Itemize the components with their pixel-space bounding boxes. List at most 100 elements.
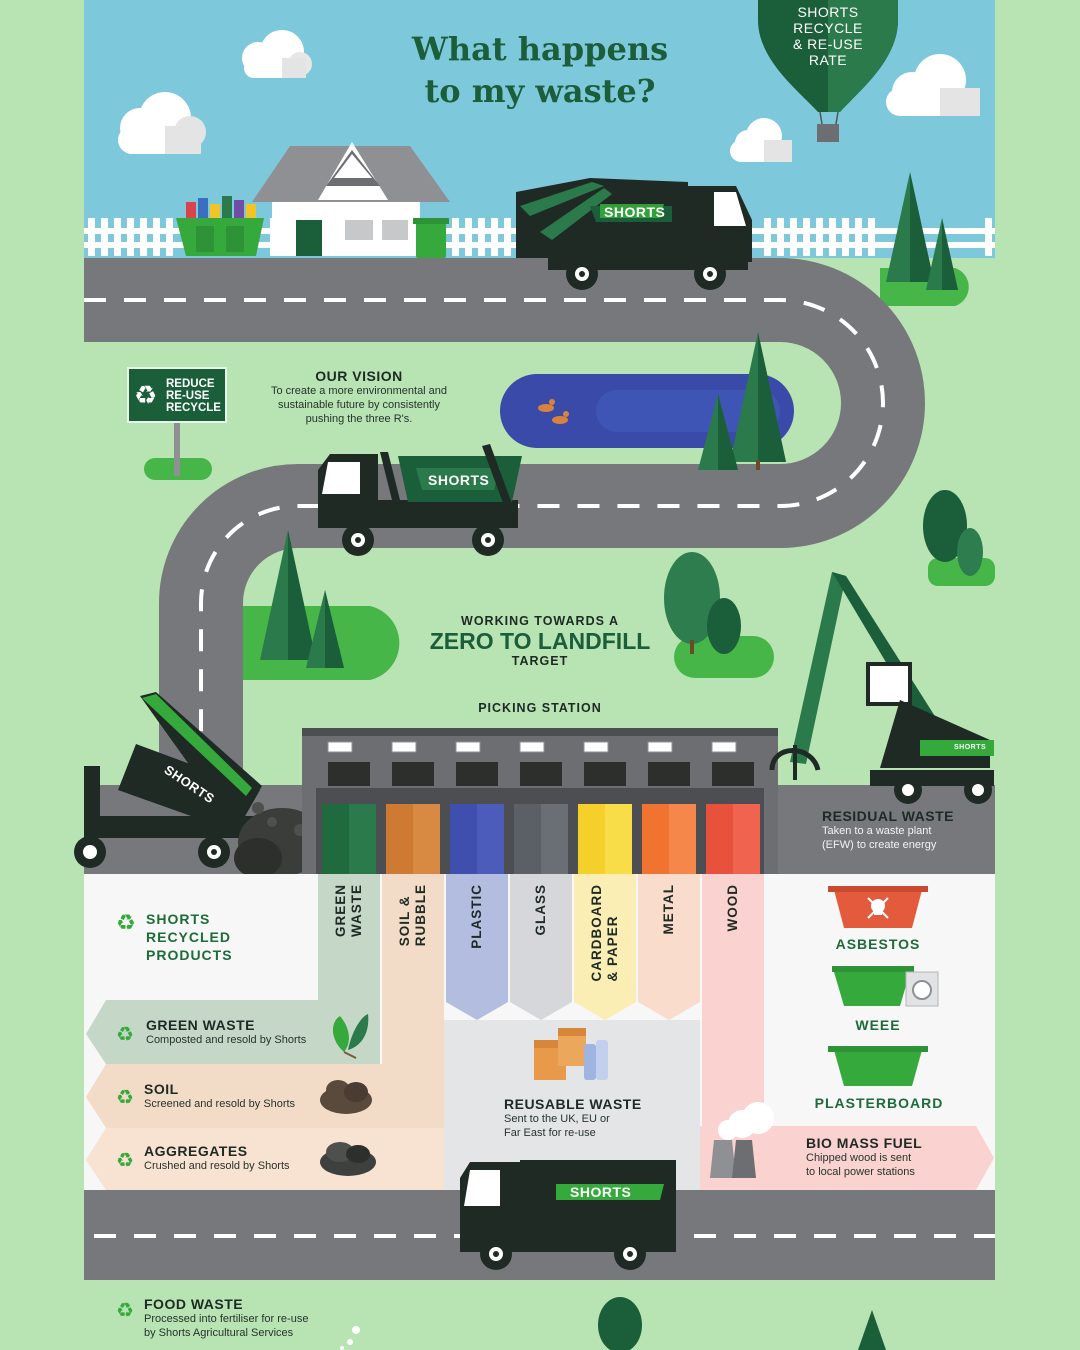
residual-heading: RESIDUAL WASTE <box>822 808 954 824</box>
bay-column <box>510 874 572 1020</box>
bay-column <box>318 874 380 1000</box>
sign-line: RE-USE <box>166 390 210 402</box>
bay-column <box>382 874 444 1064</box>
bay-label-line: WASTE <box>349 884 364 938</box>
fence-post <box>465 218 472 256</box>
plasterboard-label: PLASTERBOARD <box>814 1095 944 1111</box>
cloud-icon <box>242 30 312 78</box>
target-line-1: WORKING TOWARDS A <box>461 614 619 628</box>
bay-label: METAL <box>661 884 677 935</box>
fence-post <box>855 218 862 256</box>
refuse-truck <box>516 178 752 290</box>
cloud-icon <box>886 54 980 116</box>
bay-label-line: METAL <box>661 884 676 935</box>
soil-pile-icon <box>320 1080 372 1114</box>
house <box>252 142 450 256</box>
station-bay <box>706 741 760 874</box>
vision-block: OUR VISION To create a more environmenta… <box>250 368 468 426</box>
bay-label-line: RUBBLE <box>413 884 428 947</box>
biomass-block: BIO MASS FUEL Chipped wood is sent to lo… <box>806 1135 986 1179</box>
sign-label: REDUCE RE-USE RECYCLE <box>166 378 221 414</box>
bottom-truck <box>460 1160 676 1270</box>
fence-post <box>153 218 160 256</box>
station-bay <box>578 741 632 874</box>
wheelie-bin <box>413 218 449 258</box>
title-line-2: to my waste? <box>424 72 656 110</box>
fence-post <box>478 218 485 256</box>
recycle-icon: ♻ <box>116 1024 134 1046</box>
aggregates-heading: AGGREGATES <box>144 1143 248 1159</box>
reduce-reuse-recycle-sign <box>127 367 227 476</box>
soil-desc: Screened and resold by Shorts <box>144 1098 296 1110</box>
tree-icon <box>698 332 786 470</box>
reusable-waste-block: REUSABLE WASTE Sent to the UK, EU or Far… <box>504 1096 684 1140</box>
food-waste-line: by Shorts Agricultural Services <box>144 1327 294 1339</box>
title-line-1: What happens <box>411 30 669 68</box>
washing-machine-icon <box>905 971 939 1007</box>
fence-post <box>504 218 511 256</box>
bay-label: CARDBOARD& PAPER <box>589 884 621 982</box>
bay-column <box>574 874 636 1020</box>
duck-icon <box>538 399 569 424</box>
bay-column <box>638 874 700 1020</box>
target-line-3: TARGET <box>511 654 569 668</box>
fence-post <box>101 218 108 256</box>
residual-line: (EFW) to create energy <box>822 839 937 851</box>
soil-block: SOIL Screened and resold by Shorts <box>144 1081 295 1111</box>
fence-post <box>452 218 459 256</box>
station-bay <box>386 741 440 874</box>
bay-label-line: & PAPER <box>605 915 620 982</box>
food-waste-line: Processed into fertiliser for re-use <box>144 1313 309 1325</box>
recycled-line: PRODUCTS <box>146 947 233 963</box>
fence-post <box>985 218 992 256</box>
bay-label-line: GREEN <box>333 884 348 938</box>
fence-post <box>790 218 797 256</box>
balloon-line: SHORTS <box>797 4 859 20</box>
zero-landfill-block: WORKING TOWARDS A ZERO TO LANDFILL TARGE… <box>408 614 672 668</box>
skip-truck <box>318 444 522 556</box>
green-waste-block: GREEN WASTE Composted and resold by Shor… <box>146 1017 306 1047</box>
fence-post <box>140 218 147 256</box>
boxes-bottles-icon <box>534 1028 608 1080</box>
vision-heading: OUR VISION <box>315 368 403 384</box>
recycle-icon: ♻ <box>116 1150 134 1172</box>
biomass-line: Chipped wood is sent <box>806 1152 912 1164</box>
reusable-line: Sent to the UK, EU or <box>504 1113 610 1125</box>
truck-brand-label: SHORTS <box>570 1184 632 1200</box>
truck-brand-label: SHORTS <box>428 472 490 488</box>
bay-label: GLASS <box>533 884 549 936</box>
vision-line: sustainable future by consistently <box>277 399 441 411</box>
tree-icon <box>260 530 344 668</box>
fence-post <box>829 218 836 256</box>
tree-icon <box>886 172 958 290</box>
fence-post <box>764 218 771 256</box>
tree-icon <box>598 1297 886 1350</box>
green-waste-heading: GREEN WASTE <box>146 1017 255 1033</box>
recycle-icon: ♻ <box>116 1087 134 1109</box>
bay-label: WOOD <box>725 884 741 932</box>
plasterboard-skip <box>828 1046 928 1086</box>
power-station-icon <box>710 1102 774 1178</box>
bay-label-line: SOIL & <box>397 895 412 947</box>
cloud-icon <box>118 92 206 154</box>
aggregate-pile-icon <box>320 1142 376 1176</box>
station-bay <box>450 741 504 874</box>
bay-label-line: GLASS <box>533 884 548 936</box>
bay-label-line: WOOD <box>725 884 740 932</box>
station-bay <box>642 741 696 874</box>
station-bay <box>514 741 568 874</box>
fence-post <box>777 218 784 256</box>
recycle-icon: ♻ <box>116 1300 134 1322</box>
cloud-icon <box>730 118 792 162</box>
food-waste-heading: FOOD WASTE <box>144 1296 244 1312</box>
target-line-2: ZERO TO LANDFILL <box>429 628 651 654</box>
recycled-line: SHORTS <box>146 911 211 927</box>
picking-station-label: PICKING STATION <box>478 701 602 715</box>
food-waste-block: FOOD WASTE Processed into fertiliser for… <box>144 1296 308 1340</box>
fence-post <box>127 218 134 256</box>
sign-line: RECYCLE <box>166 402 221 414</box>
weee-label: WEEE <box>855 1017 901 1033</box>
